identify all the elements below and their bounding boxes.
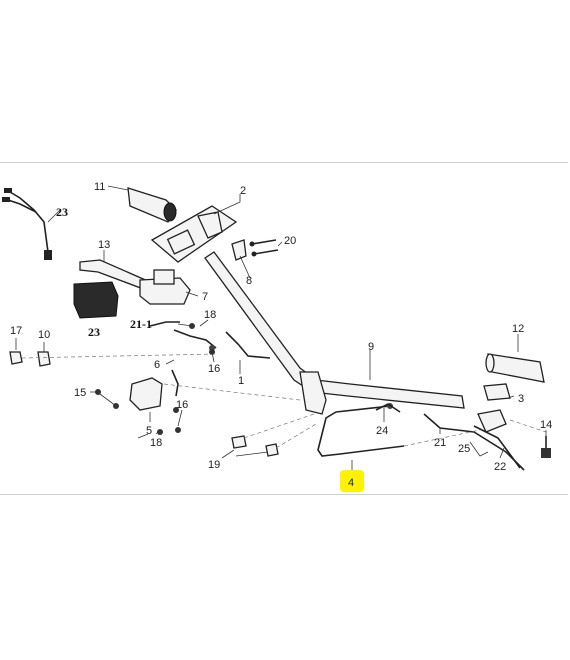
callout-4: 4: [348, 477, 354, 489]
diagram-frame: [0, 162, 568, 495]
cable-21-part: [423, 413, 525, 471]
wire-harness-part: [2, 188, 52, 260]
callout-1: 1: [238, 375, 244, 387]
callout-14: 14: [540, 419, 552, 431]
callout-17: 17: [10, 325, 22, 337]
screws-part: [249, 239, 279, 257]
callout-10: 10: [38, 329, 50, 341]
callout-15: 15: [74, 387, 86, 399]
callout-23-bottom: 23: [88, 325, 100, 339]
leader-lines: [15, 185, 547, 474]
callout-2: 2: [240, 185, 246, 197]
bracket-part: [231, 239, 247, 261]
cable-24-part: [375, 403, 401, 413]
cable-21-1-part: [149, 321, 180, 327]
callout-6: 6: [154, 359, 160, 371]
callout-24: 24: [376, 425, 388, 437]
callout-21: 21: [434, 437, 446, 449]
master-cylinder-part: [139, 269, 191, 305]
bolts-part: [95, 323, 215, 435]
callout-21-1: 21-1: [130, 317, 152, 331]
switch-unit-part: [73, 281, 119, 319]
bolts-19-part: [231, 435, 279, 457]
callout-3: 3: [518, 393, 524, 405]
bolt-14-part: [541, 436, 551, 458]
callout-12: 12: [512, 323, 524, 335]
nuts-part: [9, 351, 51, 367]
right-grip-part: [485, 353, 545, 383]
callout-8: 8: [246, 275, 252, 287]
callout-7: 7: [202, 291, 208, 303]
callout-16-bottom: 16: [176, 399, 188, 411]
left-grip-part: [127, 187, 177, 223]
callout-16-top: 16: [208, 363, 220, 375]
callout-5: 5: [146, 425, 152, 437]
switch-box-part: [150, 205, 238, 263]
callout-19: 19: [208, 459, 220, 471]
callout-20: 20: [284, 235, 296, 247]
highlight-box: [340, 470, 364, 492]
callout-9: 9: [368, 341, 374, 353]
callout-18-bottom: 18: [150, 437, 162, 449]
throttle-cable-part: [317, 403, 405, 457]
caliper-part: [129, 377, 163, 411]
callout-11: 11: [94, 181, 105, 193]
callout-25: 25: [458, 443, 470, 455]
callout-18-top: 18: [204, 309, 216, 321]
callout-13: 13: [98, 239, 110, 251]
callout-23-top: 23: [56, 205, 68, 219]
right-switch-part: [477, 383, 511, 433]
handlebar-part: [204, 251, 465, 415]
callout-22: 22: [494, 461, 506, 473]
alignment-lines: [21, 353, 547, 449]
cable-1-part: [225, 331, 271, 359]
